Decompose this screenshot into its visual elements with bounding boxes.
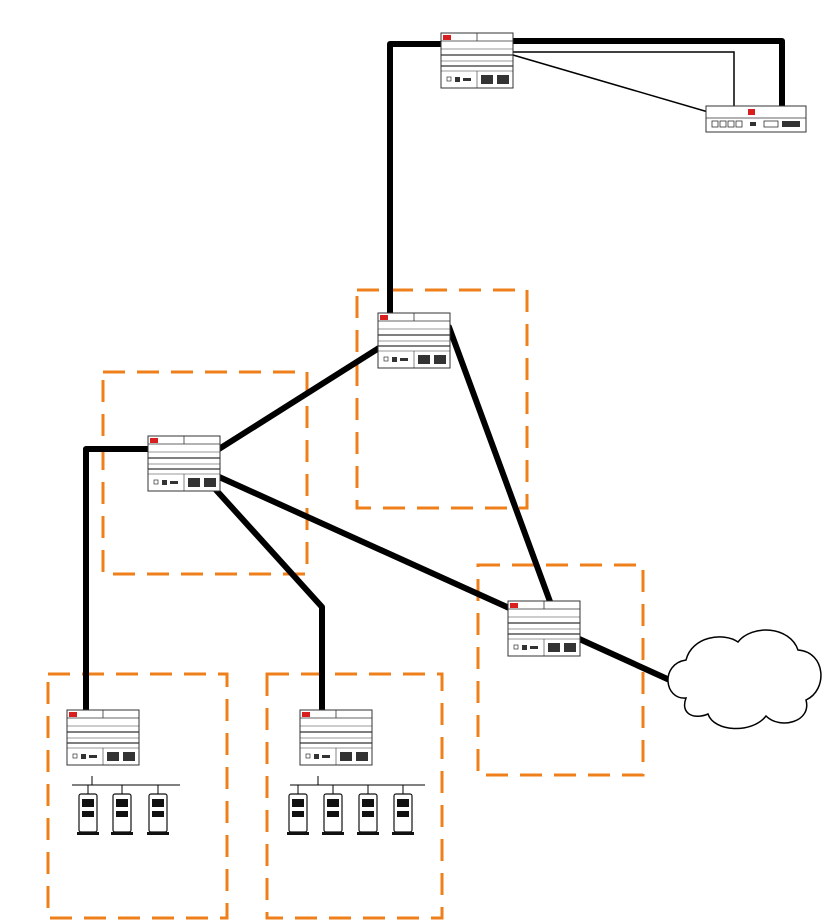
link-core-to-distribution-a: [390, 44, 448, 322]
server-icon: [147, 794, 169, 835]
lan-bus-access-1: [72, 776, 180, 794]
edge-device: [706, 106, 806, 132]
core-switch: [441, 33, 513, 88]
server-icon: [111, 794, 133, 835]
distribution-switch-a: [378, 313, 450, 368]
link-wan-to-cloud: [575, 637, 674, 682]
link-distribution-a-to-wan: [449, 327, 552, 607]
server-icon: [357, 794, 379, 835]
zone-wan: [478, 565, 643, 775]
wan-switch: [508, 601, 580, 656]
server-icon: [77, 794, 99, 835]
distribution-switch-b: [148, 436, 220, 491]
access-switch-1: [67, 710, 139, 765]
link-core-to-edge-diagonal: [513, 55, 715, 114]
server-icon: [392, 794, 414, 835]
server-icon: [322, 794, 344, 835]
access-switch-2: [300, 710, 372, 765]
lan-bus-access-2: [290, 776, 425, 794]
wan-cloud: [668, 630, 821, 729]
link-core-to-edge-secondary: [513, 52, 734, 108]
link-distribution-a-to-distribution-b: [219, 341, 390, 449]
server-icon: [287, 794, 309, 835]
